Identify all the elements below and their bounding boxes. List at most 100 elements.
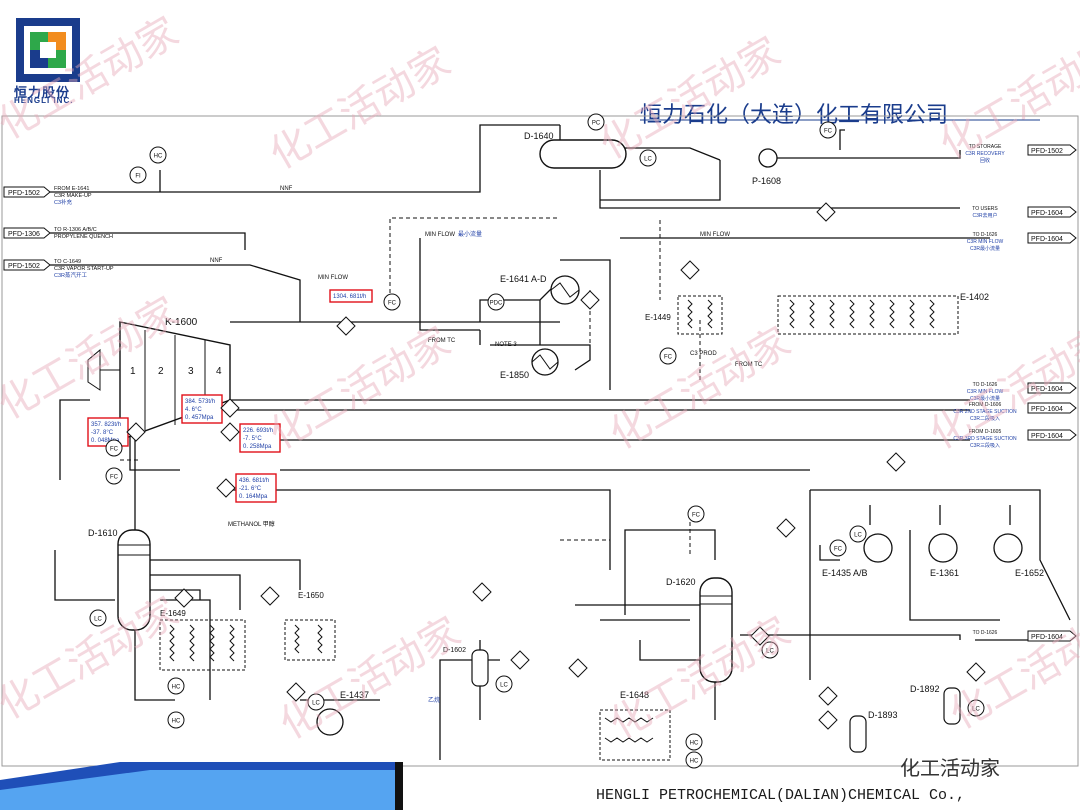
instrument-tag: HC (690, 741, 699, 747)
instrument-bubble (587, 113, 605, 131)
offpage-right-line2: C3R RECOVERY (965, 151, 1005, 157)
offpage-right-line1: TO STORAGE (969, 144, 1002, 150)
offpage-right-arrow (1027, 144, 1077, 156)
offpage-right-tag: PFD-1604 (1031, 433, 1063, 440)
offpage-right-line3: C3R二段吸入 (970, 415, 1000, 422)
interlock-diamond (126, 422, 146, 442)
offpage-right-line1: TO USERS (972, 206, 998, 212)
interlock-diamond (216, 478, 236, 498)
drum-d1640-label: D-1640 (524, 131, 554, 141)
stream-box-flow: 1304. 681t/h (333, 294, 366, 300)
pump-p1608-label: P-1608 (752, 176, 781, 186)
interlock-diamond (580, 290, 600, 310)
instrument-tag: LC (972, 707, 980, 713)
offpage-right-arrow (1027, 206, 1077, 218)
instrument-bubble (167, 711, 185, 729)
offpage-left-tag: PFD-1502 (8, 263, 40, 270)
exchanger-e1435: E-1435 A/B (822, 533, 893, 578)
from-tc-label-1: FROM TC (428, 338, 456, 344)
offpage-right-tag: PFD-1604 (1031, 634, 1063, 641)
interlock-diamond (750, 626, 770, 646)
stream-box-pressure: 0. 258Mpa (243, 444, 272, 450)
column-d1610: D-1610 (88, 528, 151, 631)
exchanger-e1652: E-1652 (993, 533, 1044, 578)
instrument-tag: FI (135, 174, 141, 180)
offpage-right-line3: C3R最小流量 (970, 245, 1000, 252)
offpage-left-line1: TO R-1306 A/B/C (54, 227, 97, 233)
instrument-tag: LC (766, 649, 774, 655)
instrument-tag: FC (110, 475, 119, 481)
interlock-diamond (220, 398, 240, 418)
offpage-right-line1: FROM D-1605 (969, 429, 1002, 435)
offpage-right-arrow (1027, 402, 1077, 414)
exchanger-e1650: E-1650 (284, 591, 336, 661)
watermark-9: 化工活动家 (0, 590, 186, 728)
interlock-diamond (260, 586, 280, 606)
exchanger-e1402-label: E-1402 (960, 292, 989, 302)
interlock-diamond (174, 588, 194, 608)
instrument-tag: FC (110, 447, 119, 453)
offpage-right-line2: C3R MIN FLOW (967, 239, 1004, 245)
compressor-label: K-1600 (165, 317, 198, 328)
instrument-bubble (659, 347, 677, 365)
instrument-tag: HC (172, 719, 181, 725)
instrument-bubble (383, 293, 401, 311)
column-d1620: D-1620 (666, 577, 733, 683)
stream-box (235, 473, 277, 503)
pump-p1608: P-1608 (752, 148, 781, 186)
watermark-6: 化工活动家 (263, 320, 458, 458)
instrument-bubble (761, 641, 779, 659)
interlock-diamond (568, 658, 588, 678)
interlock-diamond (816, 202, 836, 222)
min-flow-cn-top: 最小流量 (458, 230, 482, 238)
instrument-bubble (149, 146, 167, 164)
offpage-right-arrow (1027, 232, 1077, 244)
watermark-2: 化工活动家 (263, 40, 458, 178)
company-title: 恒力石化（大连）化工有限公司 (640, 102, 949, 127)
process-lines (50, 124, 1071, 760)
instrument-tag: LC (854, 533, 862, 539)
instrument-bubble (685, 751, 703, 769)
instrument-tag: HC (690, 759, 699, 765)
exchanger-e1648-label: E-1648 (620, 690, 649, 700)
watermark-3: 化工活动家 (593, 30, 788, 168)
instrument-bubble (819, 121, 837, 139)
offpage-left-line1: FROM E-1641 (54, 186, 89, 192)
stage-4: 4 (216, 366, 222, 377)
instrument-bubble (687, 505, 705, 523)
drum-d1892: D-1892 (910, 684, 961, 725)
drum-d1640: D-1640 (524, 131, 627, 169)
instrument-tag: LC (644, 157, 652, 163)
instrument-bubble (487, 293, 505, 311)
instrument-bubble (105, 467, 123, 485)
offpage-right-line1: TO D-1626 (973, 630, 998, 636)
offpage-left-arrow (3, 259, 51, 271)
diagram-frame (1, 115, 1079, 767)
offpage-right-line2: C3R MIN FLOW (967, 389, 1004, 395)
instrument-tag: FC (824, 129, 833, 135)
offpage-left-line2: PROPYLENE QUENCH (54, 234, 113, 240)
exchanger-e1449: E-1449 (645, 295, 723, 335)
stream-box-pressure: 0. 164Mpa (239, 494, 268, 500)
instrument-tag: FC (692, 513, 701, 519)
instrument-bubble (685, 733, 703, 751)
instrument-tag: FC (834, 547, 843, 553)
offpage-left-arrow (3, 227, 51, 239)
interlock-diamond (510, 650, 530, 670)
exchanger-e1652-label: E-1652 (1015, 568, 1044, 578)
logo-cn-text: 恒力股份 (14, 85, 71, 100)
exchanger-e1850: E-1850 (500, 348, 559, 380)
stream-box-temp: -21. 6°C (239, 486, 262, 492)
offpage-right-tag: PFD-1604 (1031, 236, 1063, 243)
instrument-bubble (105, 439, 123, 457)
interlock-diamond (776, 518, 796, 538)
stage-1: 1 (130, 366, 136, 377)
interlock-diamond (886, 452, 906, 472)
instrument-tag: LC (312, 701, 320, 707)
instrument-bubble (89, 609, 107, 627)
offpage-right-line1: TO D-1626 (973, 232, 998, 238)
offpage-right-line3: C3R三段吸入 (970, 442, 1000, 449)
stream-box-temp: -7. 5°C (243, 436, 262, 442)
column-d1610-label: D-1610 (88, 528, 118, 538)
